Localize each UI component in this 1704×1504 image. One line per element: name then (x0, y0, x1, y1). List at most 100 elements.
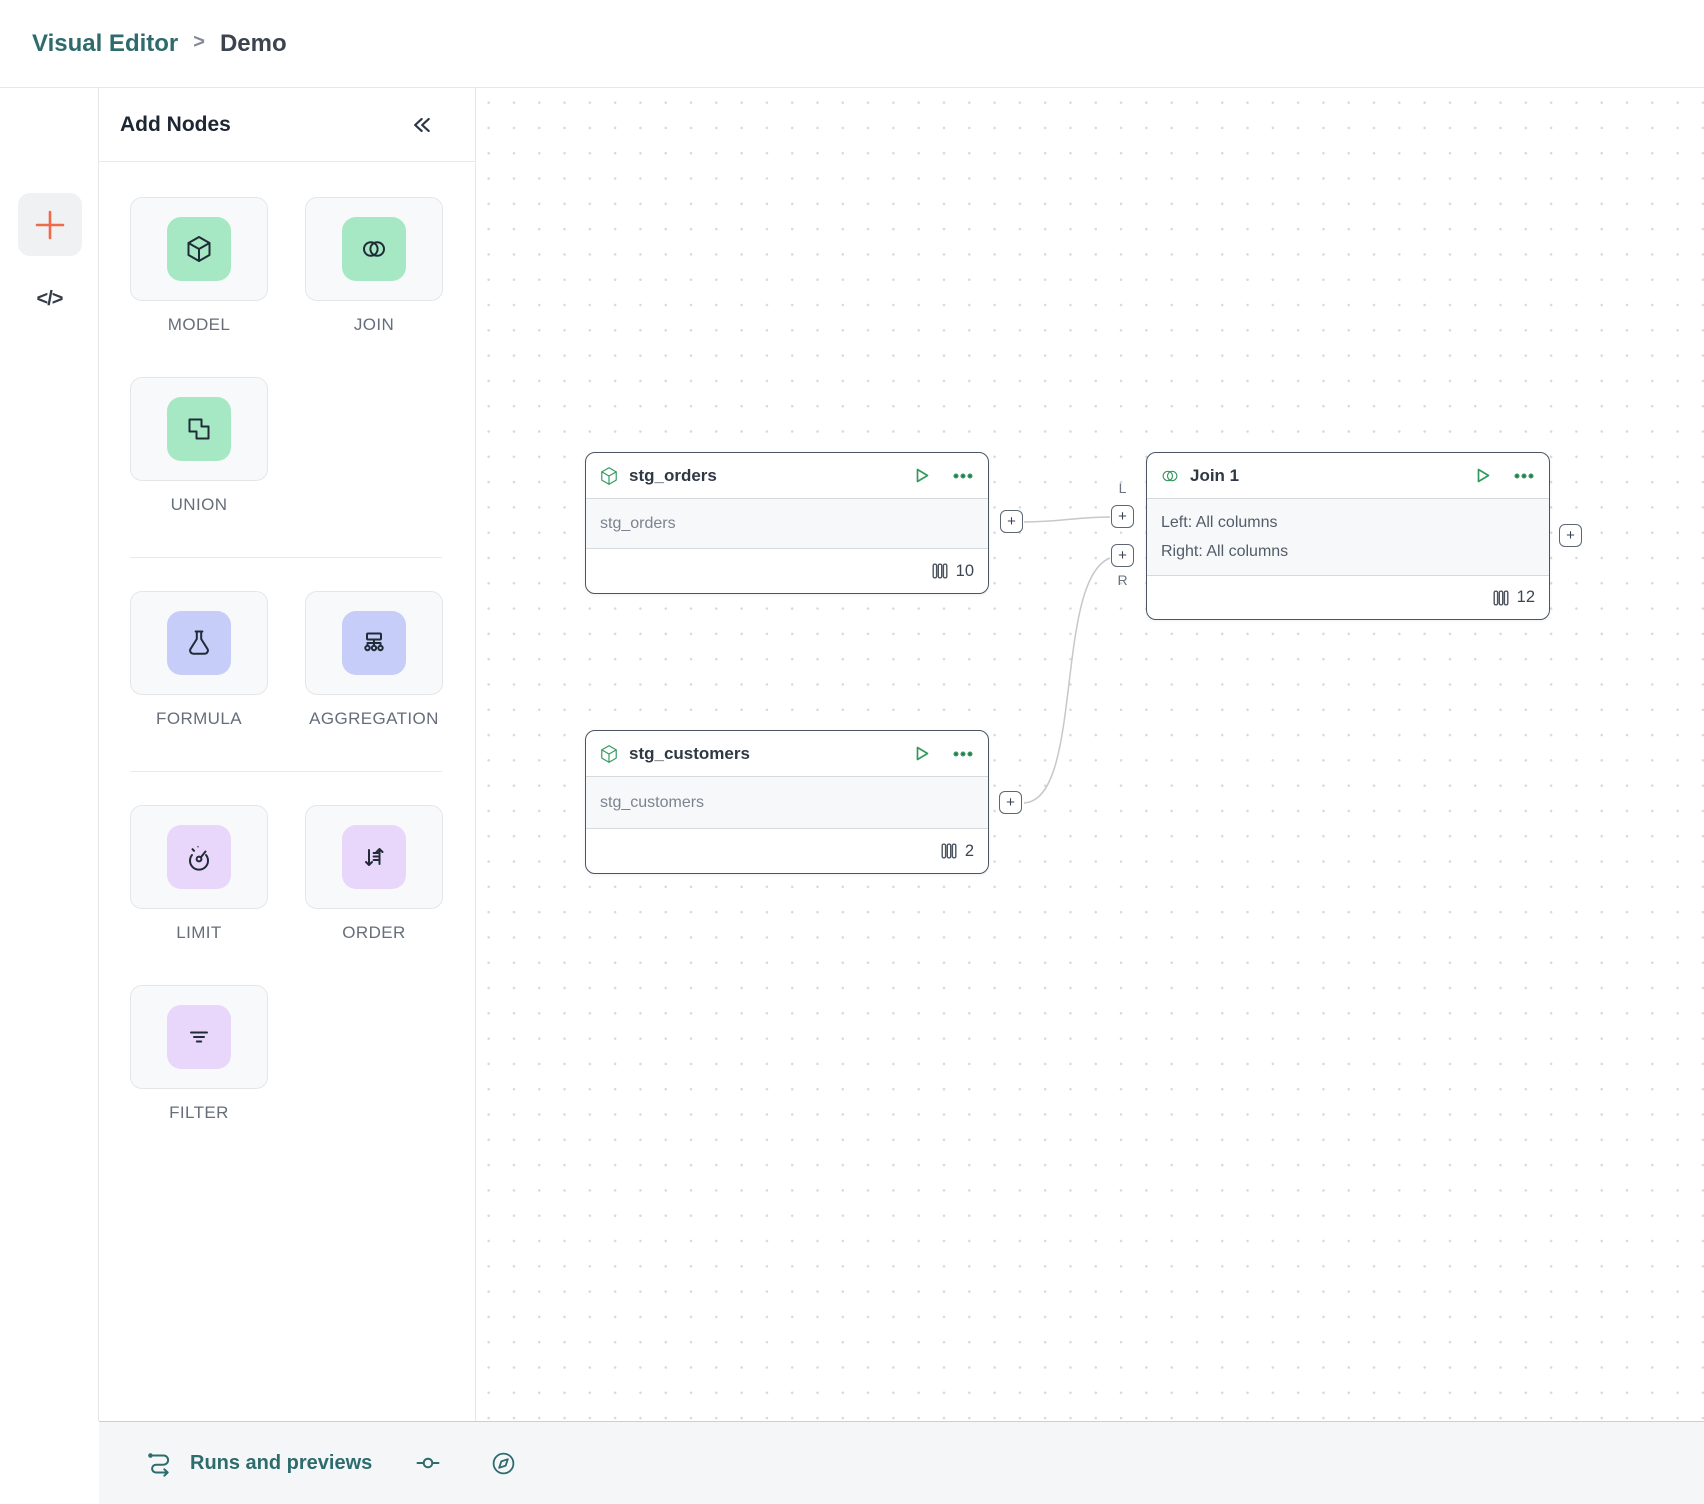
node-stg-orders[interactable]: stg_orders stg_orders 10 (585, 452, 989, 594)
run-node-button[interactable] (911, 743, 932, 764)
cube-icon (187, 236, 211, 262)
breadcrumb-current: Demo (219, 29, 287, 57)
node-join-details: Left: All columns Right: All columns (1147, 498, 1549, 576)
palette-label: AGGREGATION (309, 709, 439, 728)
plus-handle-icon: + (1006, 794, 1015, 811)
collapse-panel-button[interactable] (407, 112, 433, 138)
join-right-input-handle[interactable]: + (1111, 544, 1134, 567)
play-icon (916, 746, 929, 761)
palette-label: FORMULA (156, 709, 242, 728)
node-footer: 12 (1147, 576, 1549, 619)
play-icon (916, 468, 929, 483)
node-menu-button[interactable] (1513, 472, 1535, 479)
panel-header: Add Nodes (99, 88, 475, 162)
palette-item-filter[interactable]: FILTER (130, 985, 268, 1123)
column-count: 10 (955, 561, 974, 580)
panel-title: Add Nodes (120, 112, 231, 136)
columns-count-icon (1493, 590, 1509, 606)
node-title: stg_customers (629, 743, 750, 763)
commit-icon (416, 1457, 440, 1469)
status-bar: Runs and previews (99, 1421, 1704, 1504)
column-count: 2 (964, 841, 974, 860)
ellipsis-icon (953, 472, 973, 479)
runs-drawer-toggle[interactable] (145, 1448, 176, 1479)
add-nodes-panel: Add Nodes MODEL (99, 88, 476, 1421)
node-menu-button[interactable] (952, 750, 974, 757)
flow-canvas[interactable]: stg_orders stg_orders 10 (477, 88, 1704, 1421)
node-join-1[interactable]: Join 1 Left: All columns Right: All colu… (1146, 452, 1550, 620)
order-sort-icon (365, 848, 384, 866)
stg-customers-output-handle[interactable]: + (999, 791, 1022, 814)
node-title: Join 1 (1190, 465, 1240, 485)
cube-icon (601, 744, 617, 763)
node-header: stg_customers (586, 731, 988, 776)
palette-label: MODEL (167, 315, 231, 334)
route-icon (148, 1452, 170, 1477)
node-header: stg_orders (586, 453, 988, 498)
palette-label: FILTER (169, 1103, 229, 1122)
palette-item-limit[interactable]: LIMIT (130, 805, 268, 943)
top-header: Visual Editor > Demo (0, 0, 1704, 88)
palette-item-order[interactable]: ORDER (305, 805, 443, 943)
palette-label: UNION (170, 495, 228, 514)
join-circles-icon (1162, 470, 1178, 481)
plus-icon (35, 210, 65, 239)
breadcrumb-root-link[interactable]: Visual Editor (32, 29, 179, 57)
compass-button[interactable] (490, 1450, 517, 1477)
columns-count-icon (941, 843, 957, 859)
plus-handle-icon: + (1566, 527, 1575, 544)
palette-label: ORDER (342, 923, 406, 942)
union-icon (188, 418, 210, 440)
edge-stg-orders-to-join-left (1023, 516, 1111, 523)
aggregation-icon (364, 632, 384, 652)
commit-icon-button[interactable] (415, 1450, 441, 1476)
chevrons-left-icon (414, 117, 430, 132)
breadcrumb-separator: > (193, 31, 205, 53)
join-right-detail: Right: All columns (1161, 543, 1289, 560)
palette-item-formula[interactable]: FORMULA (130, 591, 268, 729)
join-left-input-label: L (1118, 480, 1127, 496)
join-left-input-handle[interactable]: + (1111, 505, 1134, 528)
node-stg-customers[interactable]: stg_customers stg_customers 2 (585, 730, 989, 874)
node-footer: 2 (586, 829, 988, 873)
ellipsis-icon (1514, 472, 1534, 479)
palette-item-aggregation[interactable]: AGGREGATION (305, 591, 443, 729)
icon-rail: </> (0, 88, 99, 1421)
palette-item-model[interactable]: MODEL (130, 197, 268, 335)
code-view-toggle[interactable]: </> (0, 288, 99, 311)
columns-count-icon (932, 563, 948, 579)
runs-and-previews-label[interactable]: Runs and previews (190, 1451, 373, 1474)
node-subtitle: stg_orders (586, 498, 988, 549)
join-left-detail: Left: All columns (1161, 514, 1278, 531)
run-node-button[interactable] (911, 465, 932, 486)
stg-orders-output-handle[interactable]: + (1000, 510, 1023, 533)
limit-gauge-icon (189, 846, 209, 871)
run-node-button[interactable] (1472, 465, 1493, 486)
palette-item-union[interactable]: UNION (130, 377, 268, 515)
column-count: 12 (1516, 588, 1535, 606)
node-subtitle: stg_customers (586, 776, 988, 829)
palette-label: JOIN (353, 315, 395, 334)
join-circles-icon (363, 241, 386, 257)
play-icon (1477, 468, 1490, 483)
plus-handle-icon: + (1118, 508, 1127, 525)
node-footer: 10 (586, 549, 988, 593)
node-menu-button[interactable] (952, 472, 974, 479)
palette-section-divider (130, 771, 442, 772)
palette-label: LIMIT (176, 923, 222, 942)
join-output-handle[interactable]: + (1559, 524, 1582, 547)
code-icon: </> (36, 288, 64, 310)
filter-icon (190, 1031, 208, 1043)
cube-icon (601, 466, 617, 485)
node-title: stg_orders (629, 465, 717, 485)
formula-flask-icon (189, 630, 209, 655)
ellipsis-icon (953, 750, 973, 757)
plus-handle-icon: + (1118, 547, 1127, 564)
compass-icon (492, 1452, 515, 1474)
plus-handle-icon: + (1007, 513, 1016, 530)
add-node-button[interactable] (18, 193, 82, 256)
node-header: Join 1 (1147, 453, 1549, 498)
edge-stg-customers-to-join-right (1023, 557, 1111, 804)
palette-item-join[interactable]: JOIN (305, 197, 443, 335)
